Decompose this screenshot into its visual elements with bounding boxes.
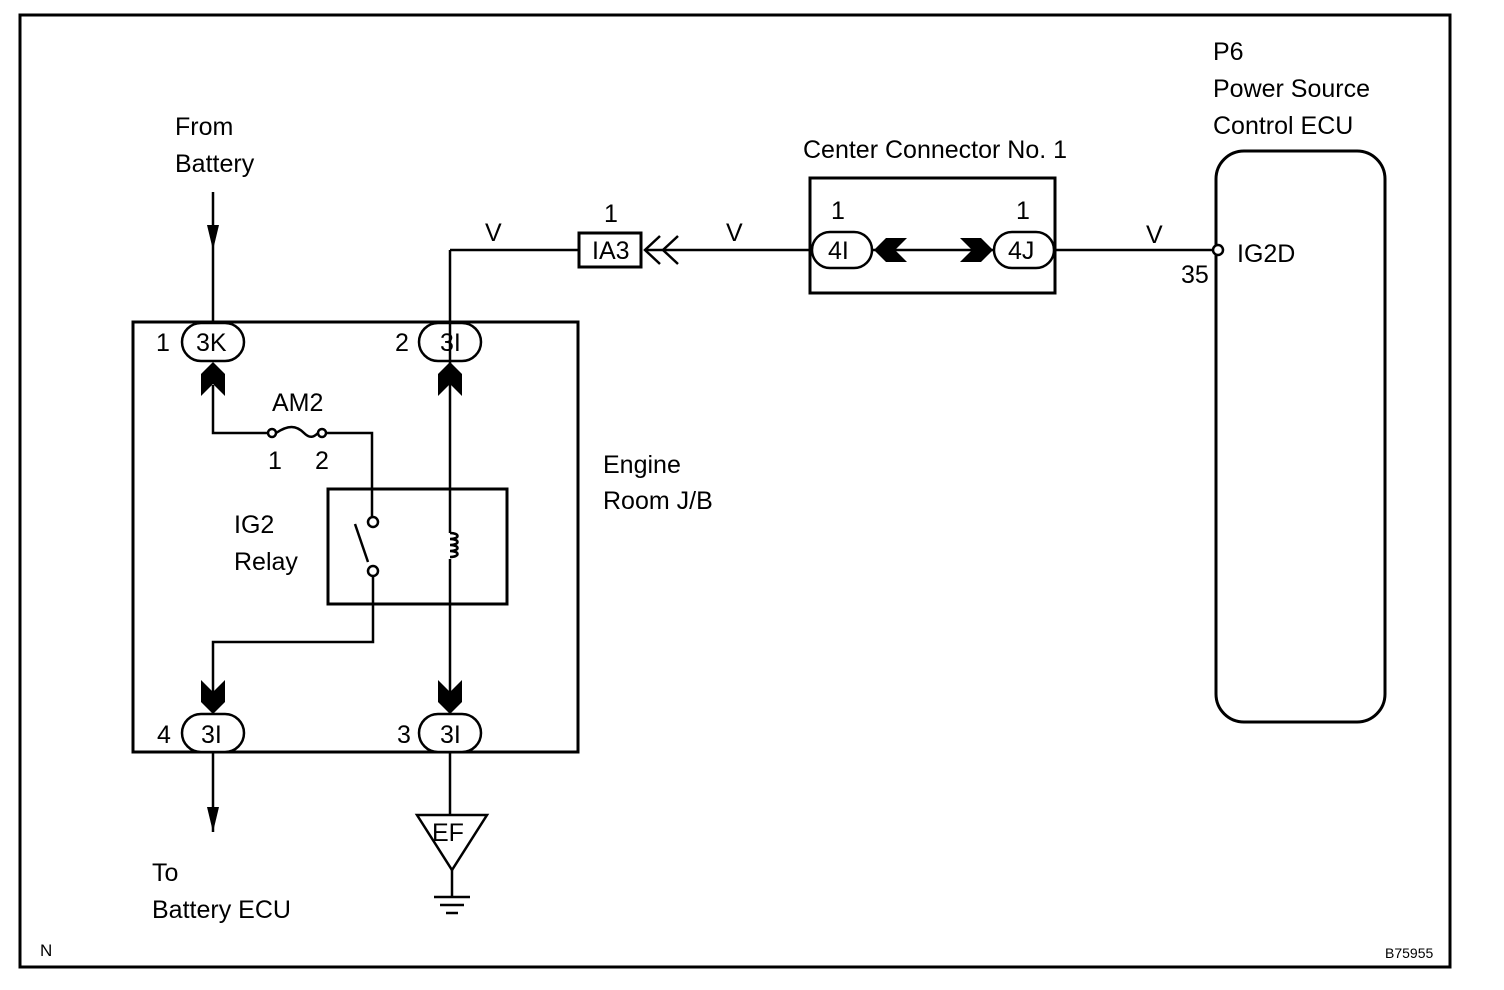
svg-text:Battery ECU: Battery ECU xyxy=(152,896,291,924)
figure-id: B75955 xyxy=(1385,945,1433,961)
svg-text:IA3: IA3 xyxy=(592,237,630,265)
svg-text:4I: 4I xyxy=(828,237,849,265)
svg-text:Engine: Engine xyxy=(603,451,681,479)
jb-connector-3i-pin3: 3I 3 xyxy=(397,712,483,754)
ecu-label: P6 Power Source Control ECU xyxy=(1213,38,1370,140)
svg-text:4: 4 xyxy=(157,721,171,749)
center-connector-title: Center Connector No. 1 xyxy=(803,136,1067,164)
diagram-border xyxy=(18,13,1452,969)
from-battery-label: From Battery xyxy=(175,113,255,178)
svg-text:Control ECU: Control ECU xyxy=(1213,112,1353,140)
power-source-control-ecu xyxy=(1214,149,1387,724)
ig2-relay-box xyxy=(326,487,509,606)
relay-switch-icon xyxy=(211,515,380,702)
svg-text:IG2: IG2 xyxy=(234,511,274,539)
svg-text:Room J/B: Room J/B xyxy=(603,487,713,515)
inline-connector-ia3: IA3 1 xyxy=(577,200,679,269)
chevron-left-icon xyxy=(874,238,907,262)
svg-text:EF: EF xyxy=(432,819,464,847)
svg-text:From: From xyxy=(175,113,233,141)
terminal-icon xyxy=(1211,243,1225,257)
chevron-up-icon xyxy=(201,362,225,396)
jb-connector-3k-pin1: 3K 1 xyxy=(156,321,246,363)
wire-color-label: V xyxy=(726,219,743,247)
engine-room-jb-box xyxy=(131,320,580,754)
ecu-terminal-label: IG2D xyxy=(1237,240,1295,268)
to-battery-ecu-label: To Battery ECU xyxy=(152,859,291,924)
relay-coil-icon xyxy=(448,250,459,714)
svg-text:3: 3 xyxy=(397,721,411,749)
ecu-pin-number: 35 xyxy=(1181,261,1209,289)
svg-text:Relay: Relay xyxy=(234,548,298,576)
wire-color-label: V xyxy=(485,219,502,247)
svg-text:Battery: Battery xyxy=(175,150,255,178)
svg-text:To: To xyxy=(152,859,178,887)
svg-text:P6: P6 xyxy=(1213,38,1244,66)
svg-text:1: 1 xyxy=(1016,197,1030,225)
ground-ef: EF xyxy=(414,752,490,915)
jb-connector-3i-pin2: 3I 2 xyxy=(395,321,483,363)
wire-color-label: V xyxy=(1146,221,1163,249)
svg-text:2: 2 xyxy=(395,329,409,357)
svg-text:3K: 3K xyxy=(196,329,227,357)
svg-text:AM2: AM2 xyxy=(272,389,323,417)
svg-text:Power Source: Power Source xyxy=(1213,75,1370,103)
svg-text:1: 1 xyxy=(831,197,845,225)
chevron-right-icon xyxy=(960,238,993,262)
svg-text:4J: 4J xyxy=(1008,237,1034,265)
svg-text:2: 2 xyxy=(315,447,329,475)
battery-feed-wire xyxy=(207,192,219,322)
svg-text:1: 1 xyxy=(156,329,170,357)
center-connector-4j: 4J 1 xyxy=(992,197,1056,270)
corner-label: N xyxy=(40,941,52,960)
engine-room-jb-label: Engine Room J/B xyxy=(603,451,713,515)
svg-text:1: 1 xyxy=(604,200,618,228)
jb-connector-3i-pin4: 3I 4 xyxy=(157,712,246,754)
ig2-relay-label: IG2 Relay xyxy=(234,511,298,576)
svg-text:3I: 3I xyxy=(201,721,222,749)
am2-fuse: AM2 1 2 xyxy=(211,385,374,517)
svg-text:1: 1 xyxy=(268,447,282,475)
center-connector-box xyxy=(808,176,1057,295)
center-connector-4i: 4I 1 xyxy=(810,197,874,270)
svg-text:3I: 3I xyxy=(440,721,461,749)
to-battery-ecu-wire xyxy=(207,752,219,832)
